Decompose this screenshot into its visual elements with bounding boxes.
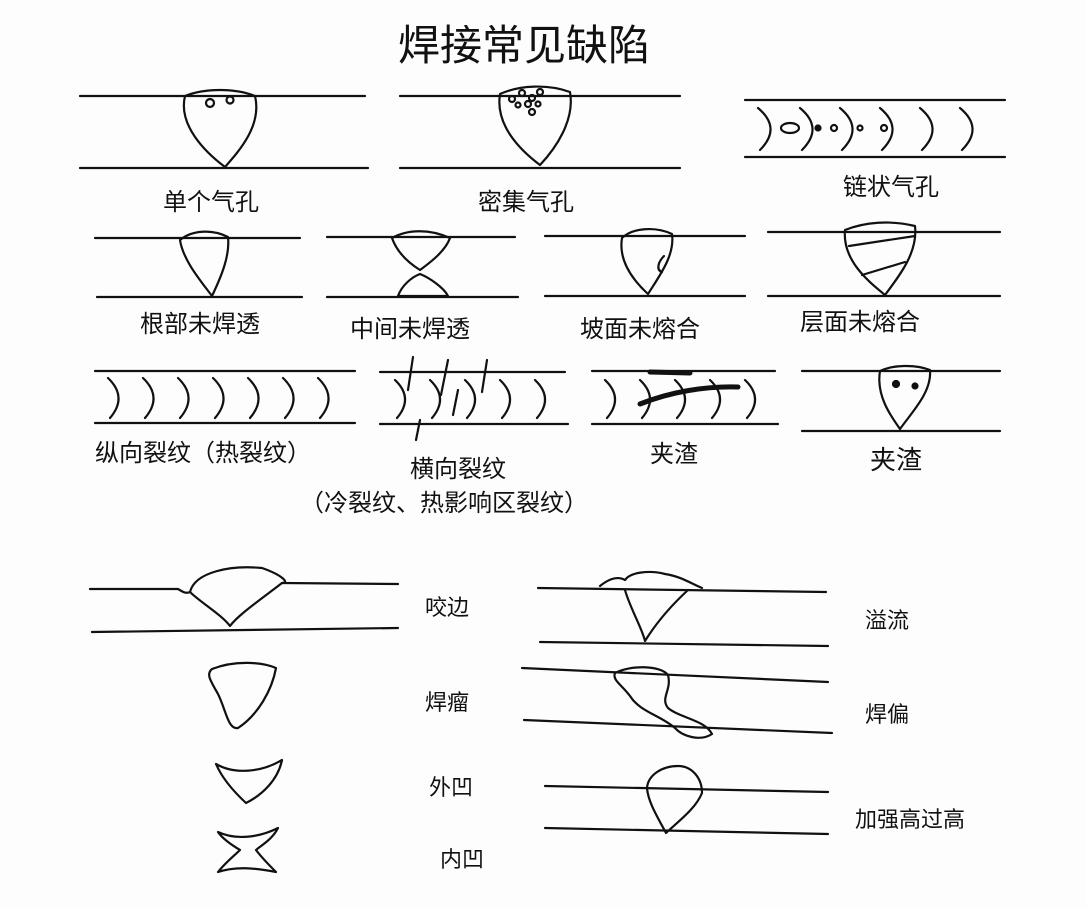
- internal-concave-figure: [216, 826, 280, 874]
- label-external-concave: 外凹: [429, 776, 474, 801]
- transverse-crack-figure: [378, 355, 570, 442]
- label-transverse-crack: 横向裂纹: [410, 455, 506, 483]
- slag-inclusion-line-figure: [590, 369, 780, 426]
- label-single-pore: 单个气孔: [163, 188, 259, 216]
- label-slag-inclusion-a: 夹渣: [650, 440, 698, 468]
- label-overlap: 溢流: [865, 609, 910, 634]
- label-transverse-crack-note: （冷裂纹、热影响区裂纹）: [300, 489, 588, 517]
- middle-lack-penetration-figure: [325, 230, 520, 299]
- label-root-lack-penetration: 根部未焊透: [140, 310, 260, 338]
- label-undercut: 咬边: [425, 596, 470, 621]
- label-excess-reinforcement: 加强高过高: [855, 808, 966, 833]
- single-pore-figure: [78, 88, 370, 170]
- external-concave-figure: [214, 758, 284, 805]
- label-slag-inclusion-b: 夹渣: [870, 446, 923, 476]
- longitudinal-crack-figure: [93, 369, 357, 425]
- diagram-title: 焊接常见缺陷: [398, 21, 651, 70]
- label-chain-pores: 链状气孔: [843, 173, 939, 201]
- label-dense-pores: 密集气孔: [478, 188, 574, 216]
- label-internal-concave: 内凹: [440, 848, 485, 873]
- undercut-figure: [88, 566, 400, 634]
- label-weld-bead-lump: 焊瘤: [425, 691, 470, 716]
- root-lack-penetration-figure: [93, 230, 304, 299]
- overlap-figure: [536, 570, 830, 648]
- label-weld-misalignment: 焊偏: [865, 703, 910, 728]
- dense-pores-figure: [398, 85, 682, 170]
- label-groove-lack-fusion: 坡面未熔合: [580, 315, 700, 343]
- weld-bead-lump-figure: [208, 661, 278, 730]
- groove-lack-fusion-figure: [543, 228, 747, 298]
- label-longitudinal-crack: 纵向裂纹（热裂纹）: [95, 439, 311, 467]
- label-interlayer-lack-fusion: 层面未熔合: [800, 308, 920, 336]
- slag-inclusion-weld-figure: [800, 364, 1002, 433]
- weld-misalignment-figure: [520, 666, 834, 739]
- chain-pores-figure: [743, 98, 1007, 159]
- interlayer-lack-fusion-figure: [766, 221, 1002, 298]
- label-middle-lack-penetration: 中间未焊透: [350, 315, 470, 343]
- excess-reinforcement-figure: [543, 764, 830, 836]
